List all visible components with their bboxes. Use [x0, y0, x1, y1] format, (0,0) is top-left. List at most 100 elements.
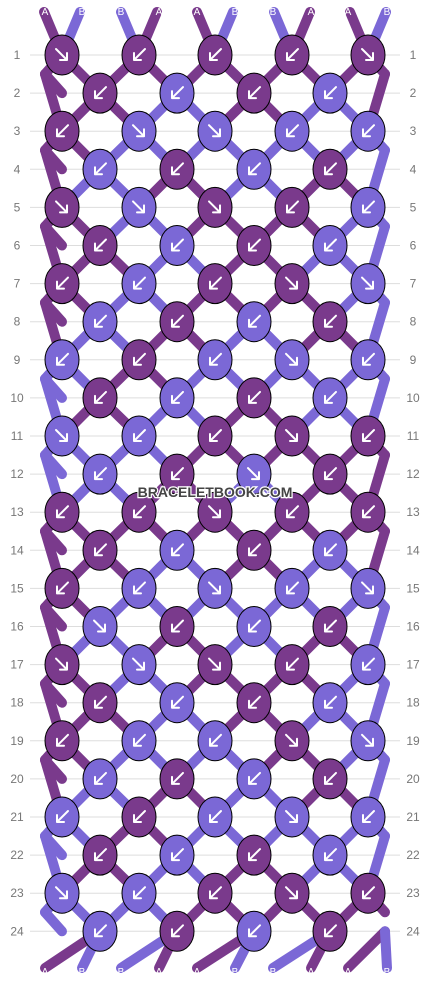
- row-label-left: 3: [14, 124, 21, 138]
- knot: [312, 910, 348, 952]
- arrow-down-left-icon: [94, 162, 107, 176]
- arrow-down-left-icon: [248, 848, 261, 862]
- knot: [82, 301, 118, 343]
- bottom-thread-letter: A: [194, 967, 201, 978]
- knot: [274, 644, 310, 686]
- row-label-left: 17: [10, 658, 24, 672]
- knot: [121, 34, 157, 76]
- arrow-down-left-icon: [324, 848, 337, 862]
- arrow-down-left-icon: [133, 505, 146, 519]
- arrow-down-left-icon: [324, 86, 337, 100]
- arrow-down-right-icon: [247, 467, 260, 481]
- arrow-down-left-icon: [171, 162, 184, 176]
- arrow-down-left-icon: [209, 276, 222, 290]
- knot: [236, 606, 272, 647]
- arrow-down-left-icon: [171, 543, 184, 557]
- arrow-down-right-icon: [208, 657, 221, 671]
- arrow-down-left-icon: [133, 352, 146, 366]
- row-label-right: 1: [410, 48, 417, 62]
- knot: [274, 567, 310, 609]
- row-label-left: 19: [10, 734, 24, 748]
- knot: [274, 110, 310, 152]
- knot: [121, 415, 157, 457]
- knot: [312, 225, 348, 266]
- arrow-down-left-icon: [324, 695, 337, 709]
- row-label-right: 8: [410, 315, 417, 329]
- knot: [350, 34, 386, 76]
- knot: [44, 644, 80, 686]
- row-label-left: 20: [10, 772, 24, 786]
- row-label-right: 21: [406, 810, 420, 824]
- knot: [82, 453, 118, 495]
- bottom-thread-letter: B: [384, 967, 391, 978]
- knot: [121, 110, 157, 152]
- knot: [121, 186, 157, 228]
- arrow-down-right-icon: [208, 505, 221, 519]
- knot-grid: [44, 34, 386, 952]
- row-label-left: 1: [14, 48, 21, 62]
- row-label-right: 12: [406, 467, 420, 481]
- row-label-left: 21: [10, 810, 24, 824]
- arrow-down-left-icon: [324, 314, 337, 328]
- row-label-right: 24: [406, 924, 420, 938]
- knot: [312, 72, 348, 114]
- arrow-down-right-icon: [361, 276, 374, 290]
- knot: [274, 796, 310, 838]
- row-label-right: 13: [406, 505, 420, 519]
- knot: [197, 872, 233, 914]
- knot: [236, 72, 272, 114]
- arrow-down-left-icon: [248, 543, 261, 557]
- knot: [44, 567, 80, 609]
- arrow-down-right-icon: [361, 733, 374, 747]
- knot: [236, 529, 272, 571]
- knot: [197, 339, 233, 381]
- row-label-right: 11: [407, 429, 420, 443]
- knot: [44, 186, 80, 228]
- arrow-down-right-icon: [132, 200, 145, 214]
- knot: [82, 148, 118, 190]
- knot: [197, 110, 233, 152]
- thread-strand: [343, 926, 390, 973]
- knot: [82, 910, 118, 952]
- row-label-right: 16: [406, 620, 420, 634]
- watermark: BRACELETBOOK.COM: [138, 484, 293, 500]
- arrow-down-left-icon: [286, 581, 299, 595]
- row-label-left: 9: [14, 353, 21, 367]
- knot: [197, 796, 233, 838]
- arrow-down-left-icon: [324, 390, 337, 404]
- knot: [350, 872, 386, 914]
- arrow-down-right-icon: [285, 733, 298, 747]
- arrow-down-right-icon: [208, 200, 221, 214]
- row-label-left: 5: [14, 200, 21, 214]
- knot: [159, 453, 195, 495]
- arrow-down-left-icon: [362, 505, 375, 519]
- arrow-down-left-icon: [362, 124, 375, 138]
- row-label-left: 24: [10, 924, 24, 938]
- knot: [350, 796, 386, 838]
- knot: [121, 567, 157, 609]
- row-label-right: 10: [406, 391, 420, 405]
- bottom-thread-letter: B: [232, 967, 239, 978]
- knot: [312, 148, 348, 190]
- arrow-down-left-icon: [133, 810, 146, 823]
- arrow-down-left-icon: [362, 200, 375, 214]
- knot: [82, 377, 118, 419]
- knot: [274, 720, 310, 762]
- arrow-down-left-icon: [94, 848, 107, 862]
- knot: [350, 567, 386, 609]
- row-label-right: 6: [410, 239, 417, 253]
- row-label-right: 19: [406, 734, 420, 748]
- knot: [236, 758, 272, 800]
- knot: [350, 263, 386, 305]
- knot: [312, 682, 348, 724]
- knot: [44, 263, 80, 305]
- arrow-down-left-icon: [248, 162, 261, 176]
- row-label-right: 20: [406, 772, 420, 786]
- arrow-down-left-icon: [56, 733, 69, 747]
- knot: [121, 796, 157, 838]
- knot: [350, 186, 386, 228]
- knot: [274, 186, 310, 228]
- row-label-right: 14: [406, 543, 420, 557]
- top-thread-letter: A: [345, 7, 352, 18]
